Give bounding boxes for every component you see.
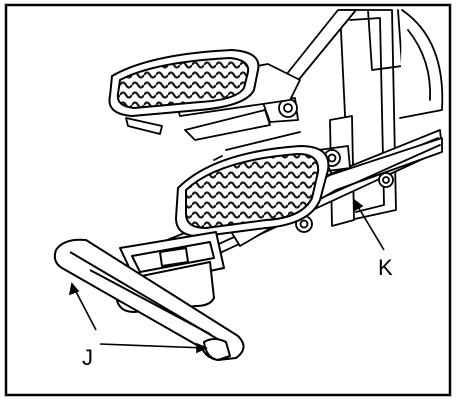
callout-k: K [378, 255, 393, 280]
callout-j: J [82, 345, 93, 370]
